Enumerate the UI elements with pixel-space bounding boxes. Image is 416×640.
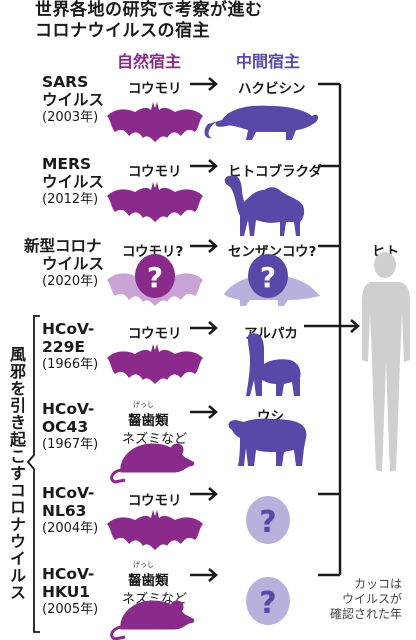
arrow-icon bbox=[190, 77, 218, 91]
virus-year: (2012年) bbox=[42, 192, 99, 207]
intermediate-host-header: 中間宿主 bbox=[236, 52, 301, 71]
virus-name-line2: OC43 bbox=[42, 418, 89, 436]
bat-icon bbox=[107, 510, 203, 550]
virus-year: (2004年) bbox=[42, 521, 99, 536]
virus-mers: MERS ウイルス (2012年) bbox=[42, 155, 104, 209]
note-line-1: カッコは bbox=[353, 577, 402, 591]
furigana: げっし bbox=[133, 561, 154, 569]
svg-text:?: ? bbox=[260, 261, 276, 294]
arrow-icon bbox=[190, 321, 218, 335]
bat-icon bbox=[107, 102, 203, 142]
virus-name-line2: ウイルス bbox=[42, 173, 105, 191]
virus-new-corona: 新型コロナ ウイルス (2020年) bbox=[24, 237, 104, 291]
svg-text:?: ? bbox=[259, 505, 276, 540]
alpaca-icon bbox=[246, 333, 301, 396]
question-mark-icon: ? bbox=[246, 577, 290, 625]
note-line-2: ウイルスが bbox=[341, 592, 402, 606]
virus-name-line2: ウイルス bbox=[42, 255, 105, 273]
arrow-icon bbox=[190, 159, 218, 173]
intermediate-host-label: ハクビシン bbox=[238, 81, 306, 97]
svg-text:?: ? bbox=[259, 586, 276, 621]
title-line-2: コロナウイルスの宿主 bbox=[35, 21, 210, 41]
cold-virus-group-label: 風邪を引き起こすコロナウイルス bbox=[7, 346, 26, 601]
bat-icon bbox=[107, 182, 203, 222]
bat-icon bbox=[107, 344, 203, 384]
virus-name-line2: NL63 bbox=[42, 502, 87, 520]
virus-name-line2: ウイルス bbox=[42, 91, 105, 109]
virus-year: (2005年) bbox=[42, 602, 99, 617]
civet-icon bbox=[204, 105, 319, 140]
question-mark-icon: ? bbox=[135, 254, 175, 298]
camel-icon bbox=[224, 175, 305, 236]
arrow-icons bbox=[190, 77, 218, 582]
virus-hku1: HCoV- HKU1 (2005年) bbox=[42, 565, 98, 619]
year-note: カッコは ウイルスが 確認された年 bbox=[330, 577, 402, 622]
rat-icon bbox=[110, 599, 196, 640]
natural-host-label: コウモリ bbox=[128, 81, 182, 97]
virus-nl63: HCoV- NL63 (2004年) bbox=[42, 484, 98, 538]
question-mark-icon: ? bbox=[246, 496, 290, 544]
human-icon bbox=[362, 252, 410, 472]
virus-sars: SARS ウイルス (2003年) bbox=[42, 73, 104, 127]
intermediate-host-label: センザンコウ? bbox=[228, 244, 317, 260]
arrow-icon bbox=[190, 239, 218, 253]
virus-name-line2: HKU1 bbox=[42, 583, 91, 601]
arrow-icon bbox=[190, 568, 218, 582]
natural-host-label: コウモリ? bbox=[122, 244, 184, 260]
arrow-icon bbox=[190, 405, 218, 419]
page-title: 世界各地の研究で考察が進む コロナウイルスの宿主 bbox=[35, 0, 263, 42]
title-line-1: 世界各地の研究で考察が進む bbox=[35, 0, 263, 20]
virus-name-line1: HCoV- bbox=[42, 400, 95, 418]
intermediate-host-label: ヒトコブラクダ bbox=[228, 164, 322, 180]
natural-host-label: 齧歯類 bbox=[128, 573, 169, 589]
virus-name-line1: HCoV- bbox=[42, 320, 95, 338]
question-mark-icon: ? bbox=[248, 254, 288, 298]
virus-name-line1: MERS bbox=[42, 155, 92, 173]
cow-icon bbox=[228, 418, 307, 466]
virus-name-line1: SARS bbox=[42, 73, 89, 91]
svg-text:?: ? bbox=[147, 261, 163, 294]
virus-name-line1: HCoV- bbox=[42, 565, 95, 583]
furigana: げっし bbox=[133, 401, 154, 409]
note-line-3: 確認された年 bbox=[329, 607, 402, 621]
natural-host-sub: ネズミなど bbox=[122, 432, 188, 447]
virus-name-line2: 229E bbox=[42, 338, 85, 356]
natural-host-label: コウモリ bbox=[128, 326, 182, 342]
arrow-icon bbox=[190, 487, 218, 501]
virus-year: (1967年) bbox=[42, 437, 99, 452]
group-bracket bbox=[26, 315, 40, 633]
virus-oc43: HCoV- OC43 (1967年) bbox=[42, 400, 98, 454]
connector-lines bbox=[318, 82, 342, 577]
natural-host-label: コウモリ bbox=[128, 493, 182, 509]
natural-host-label: コウモリ bbox=[128, 164, 182, 180]
virus-name-line1: 新型コロナ bbox=[24, 237, 102, 255]
virus-229e: HCoV- 229E (1966年) bbox=[42, 320, 98, 374]
virus-year: (1966年) bbox=[42, 357, 99, 372]
natural-host-label: 齧歯類 bbox=[128, 413, 169, 429]
virus-name-line1: HCoV- bbox=[42, 484, 95, 502]
rat-icon bbox=[110, 442, 196, 484]
virus-year: (2020年) bbox=[42, 274, 99, 289]
arrow-to-human-icon bbox=[304, 319, 360, 333]
virus-year: (2003年) bbox=[42, 110, 99, 125]
natural-host-header: 自然宿主 bbox=[117, 52, 182, 71]
